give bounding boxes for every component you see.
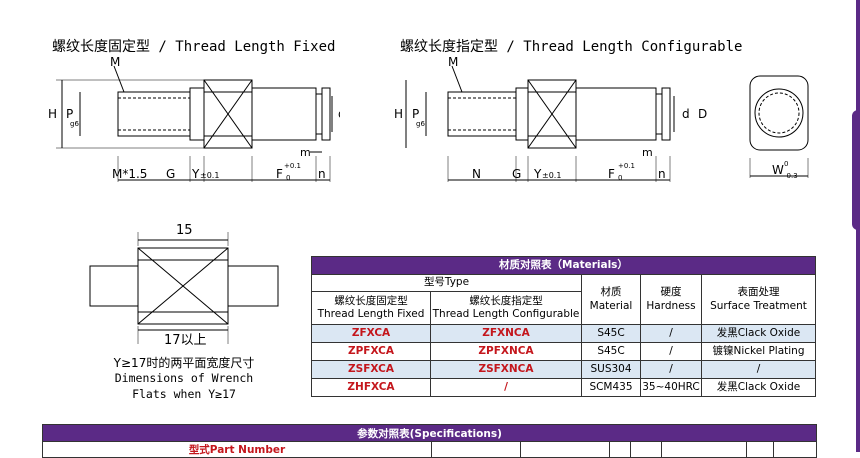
label-d: d — [338, 107, 340, 121]
label-d: d — [682, 107, 690, 121]
diagram-end-view: W 0 -0.3 — [749, 75, 809, 180]
cell-fixed-code: ZSFXCA — [311, 360, 431, 379]
col-material-cn: 材质 — [600, 286, 622, 299]
cell-surface: 发黑Clack Oxide — [701, 378, 816, 397]
cell-config-code: ZFXNCA — [430, 324, 582, 343]
label-P-sub: g6 — [416, 120, 425, 128]
label-F-tol-dn: 0 — [286, 174, 290, 182]
label-H: H — [48, 107, 57, 121]
spec-col — [773, 441, 817, 458]
cell-material: SCM435 — [581, 378, 641, 397]
cell-material: SUS304 — [581, 360, 641, 379]
label-P: P — [66, 107, 73, 121]
col-hardness: 硬度 Hardness — [640, 274, 702, 325]
label-M15: M*1.5 — [112, 167, 147, 181]
specifications-table: 参数对照表(Specifications) 型式Part Number — [42, 424, 817, 458]
cell-hardness: / — [640, 360, 702, 379]
cell-hardness: / — [640, 324, 702, 343]
table-row: ZFXCA ZFXNCA S45C / 发黑Clack Oxide — [311, 324, 816, 343]
cell-fixed-code: ZFXCA — [311, 324, 431, 343]
title-fixed: 螺纹长度固定型 / Thread Length Fixed — [52, 39, 336, 55]
wrench-dim-bottom: 17以上 — [164, 333, 207, 348]
materials-title: 材质对照表（Materials） — [311, 256, 816, 275]
wrench-caption-en1: Dimensions of Wrench — [114, 371, 254, 385]
col-config-en: Thread Length Configurable — [432, 308, 580, 320]
cell-material: S45C — [581, 342, 641, 361]
col-material: 材质 Material — [581, 274, 641, 325]
spec-col — [661, 441, 747, 458]
spec-col — [746, 441, 774, 458]
col-config-cn: 螺纹长度指定型 — [469, 294, 543, 307]
part-number-header: 型式Part Number — [42, 441, 432, 458]
col-material-en: Material — [589, 299, 633, 312]
label-n: n — [318, 167, 326, 181]
label-P: P — [412, 107, 419, 121]
label-G: G — [166, 167, 175, 181]
label-F-tol-up: +0.1 — [618, 162, 635, 170]
col-surface-cn: 表面处理 — [737, 286, 780, 299]
table-row: ZSFXCA ZSFXNCA SUS304 / / — [311, 360, 816, 379]
label-G: G — [512, 167, 521, 181]
label-Y: Y — [191, 167, 200, 181]
label-Y: Y — [533, 167, 542, 181]
col-surface: 表面处理 Surface Treatment — [701, 274, 816, 325]
label-W: W — [772, 163, 784, 177]
table-row: ZPFXCA ZPFXNCA S45C / 镀镍Nickel Plating — [311, 342, 816, 361]
wrench-caption-en2: Flats when Y≥17 — [132, 387, 236, 401]
wrench-dim-top: 15 — [176, 223, 193, 238]
label-N: N — [472, 167, 481, 181]
spec-col — [609, 441, 631, 458]
label-m: m — [642, 146, 653, 159]
diagram-wrench-flats: 15 17以上 — [89, 223, 279, 348]
col-fixed: 螺纹长度固定型 Thread Length Fixed — [311, 291, 431, 325]
cell-hardness: 35~40HRC — [640, 378, 702, 397]
materials-table: 材质对照表（Materials） 型号Type 材质 Material 硬度 H… — [311, 256, 816, 397]
label-Y-tol: ±0.1 — [200, 171, 219, 180]
col-hardness-cn: 硬度 — [660, 286, 682, 299]
title-configurable: 螺纹长度指定型 / Thread Length Configurable — [400, 39, 743, 55]
col-config: 螺纹长度指定型 Thread Length Configurable — [430, 291, 582, 325]
cell-fixed-code: ZPFXCA — [311, 342, 431, 361]
col-surface-en: Surface Treatment — [710, 299, 807, 312]
spec-col — [431, 441, 521, 458]
page-edge-bar — [852, 0, 860, 452]
label-M: M — [448, 55, 458, 69]
col-fixed-cn: 螺纹长度固定型 — [334, 294, 408, 307]
label-P-sub: g6 — [70, 120, 79, 128]
label-W-tol-up: 0 — [784, 160, 788, 168]
specs-title: 参数对照表(Specifications) — [42, 424, 817, 442]
col-hardness-en: Hardness — [646, 299, 696, 312]
label-m: m — [300, 146, 311, 159]
label-F-tol-dn: 0 — [618, 174, 622, 182]
cell-config-code: ZSFXNCA — [430, 360, 582, 379]
label-H: H — [394, 107, 403, 121]
thread-section — [117, 91, 191, 137]
cell-config-code: ZPFXNCA — [430, 342, 582, 361]
diagram-configurable: M H P g6 d D m N G Y ±0.1 F +0.1 0 n — [394, 55, 707, 182]
label-W-tol-dn: -0.3 — [784, 172, 798, 180]
type-header: 型号Type — [311, 274, 582, 292]
cell-config-code: / — [430, 378, 582, 397]
label-D: D — [698, 107, 707, 121]
cell-fixed-code: ZHFXCA — [311, 378, 431, 397]
cell-surface: / — [701, 360, 816, 379]
wrench-caption-cn: Y≥17时的两平面宽度尺寸 — [113, 356, 255, 370]
label-F-tol-up: +0.1 — [284, 162, 301, 170]
cell-material: S45C — [581, 324, 641, 343]
label-n: n — [658, 167, 666, 181]
cell-hardness: / — [640, 342, 702, 361]
label-M: M — [110, 55, 120, 69]
label-F: F — [608, 167, 615, 181]
diagram-fixed: M H P g6 d D m M*1.5 G Y ±0.1 F +0.1 0 n — [48, 55, 340, 182]
spec-col — [630, 441, 662, 458]
table-row: ZHFXCA / SCM435 35~40HRC 发黑Clack Oxide — [311, 378, 816, 397]
label-F: F — [276, 167, 283, 181]
col-fixed-en: Thread Length Fixed — [317, 308, 425, 320]
edge-tab — [852, 110, 860, 230]
cell-surface: 发黑Clack Oxide — [701, 324, 816, 343]
spec-col — [520, 441, 610, 458]
label-Y-tol: ±0.1 — [542, 171, 561, 180]
cell-surface: 镀镍Nickel Plating — [701, 342, 816, 361]
